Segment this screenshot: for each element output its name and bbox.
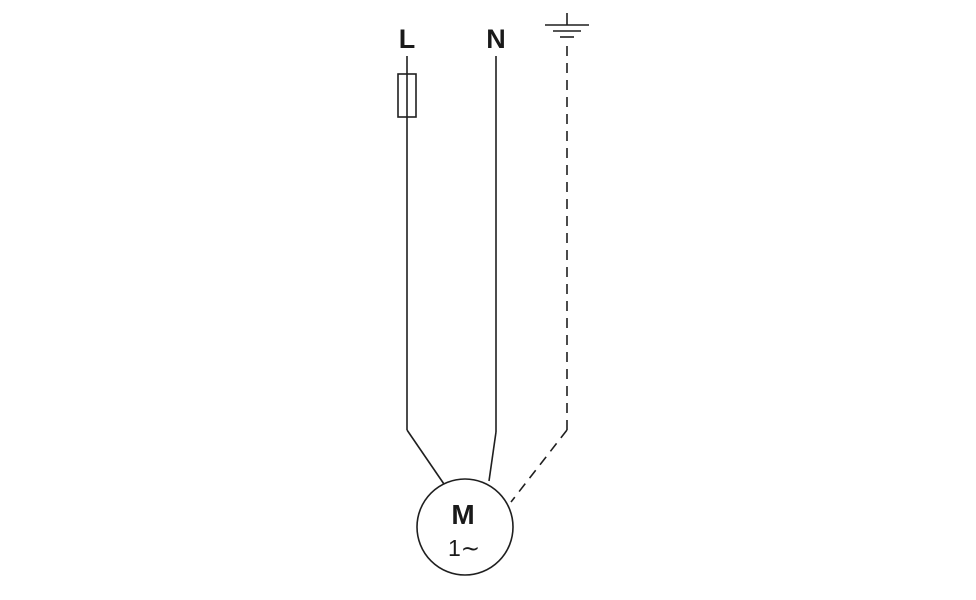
motor-phase-label: 1∼ [448, 535, 480, 561]
motor-label-M: M [451, 499, 474, 530]
motor-symbol: M 1∼ [416, 478, 514, 576]
line-wire-L [397, 56, 447, 488]
fuse-icon [397, 73, 417, 118]
terminal-label-N: N [486, 24, 506, 54]
wire-ground-slanted-dashed [510, 429, 568, 503]
wire-L-slanted [406, 429, 447, 488]
earth-ground-icon [545, 13, 589, 38]
ground-wire [510, 46, 568, 503]
wire-N-slanted [488, 431, 497, 482]
motor-circle [416, 478, 514, 576]
terminal-label-L: L [399, 24, 416, 54]
neutral-wire-N [488, 56, 497, 482]
